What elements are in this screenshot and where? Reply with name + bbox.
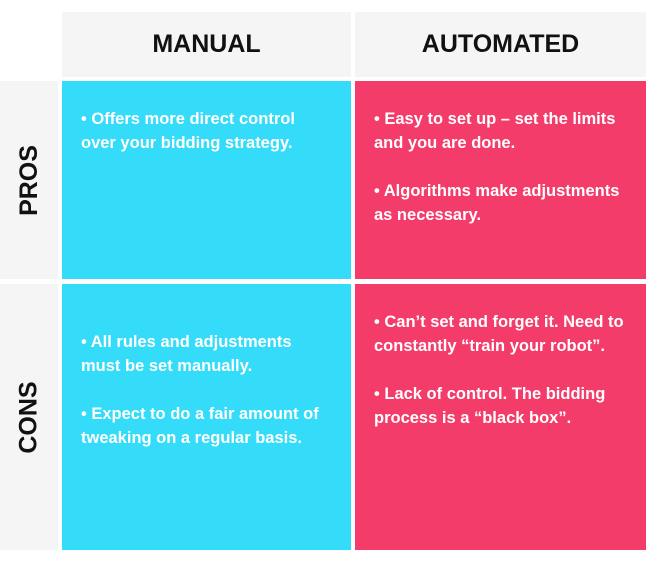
bullet: • All rules and adjustments must be set … [81,333,292,375]
row-header-pros: PROS [0,81,58,279]
bullet: • Lack of control. The bidding process i… [374,385,606,427]
row-label-pros: PROS [14,144,43,216]
bullet: • Easy to set up – set the limits and yo… [374,110,616,152]
row-label-cons: CONS [14,380,43,454]
cell-manual-pros: • Offers more direct control over your b… [62,81,351,279]
cell-automated-cons: • Can’t set and forget it. Need to const… [355,284,646,550]
column-header-manual: MANUAL [62,12,351,77]
bullet: • Can’t set and forget it. Need to const… [374,313,624,355]
cell-automated-pros: • Easy to set up – set the limits and yo… [355,81,646,279]
cell-manual-cons: • All rules and adjustments must be set … [62,284,351,550]
column-header-automated: AUTOMATED [355,12,646,77]
bullet: • Offers more direct control over your b… [81,110,295,152]
bullet: • Expect to do a fair amount of tweaking… [81,405,319,447]
bullet: • Algorithms make adjustments as necessa… [374,182,620,224]
row-header-cons: CONS [0,284,58,550]
